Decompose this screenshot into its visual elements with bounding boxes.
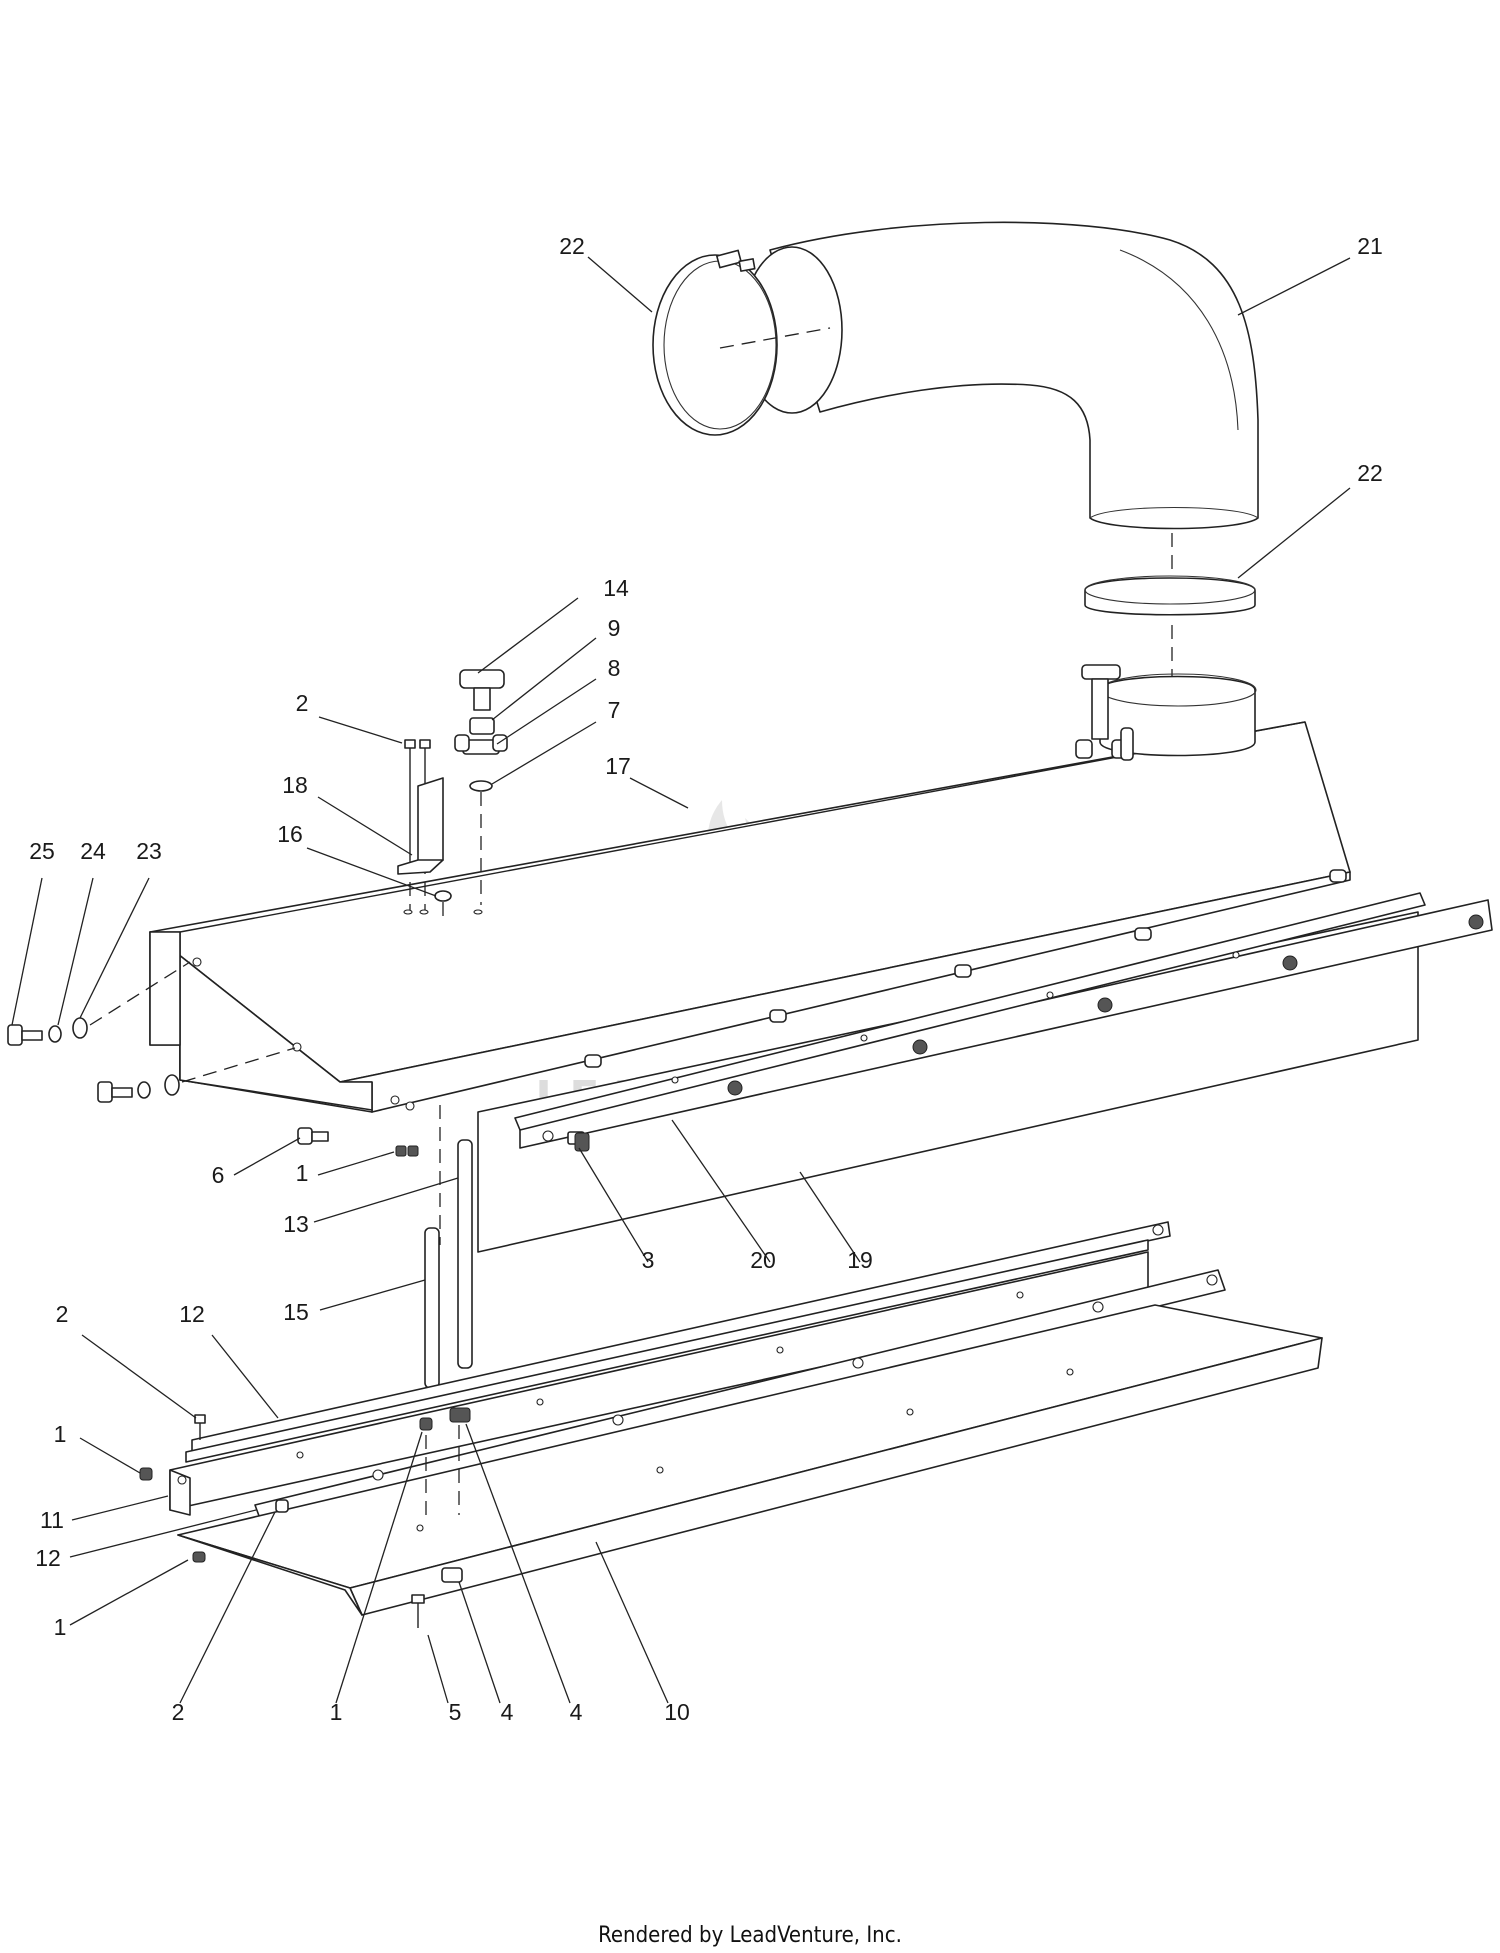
bracket-part-18 bbox=[397, 777, 444, 875]
nuts-part-1-mid bbox=[395, 1145, 419, 1157]
callout-22-lower: 22 bbox=[1357, 460, 1383, 486]
callout-1-bottom: 1 bbox=[330, 1699, 343, 1725]
callout-23: 23 bbox=[136, 838, 162, 864]
callout-1-bottom-left: 1 bbox=[54, 1614, 67, 1640]
hood-box-part-17 bbox=[149, 664, 1351, 1113]
hose-clamp-part-22-upper bbox=[652, 249, 831, 436]
callout-15: 15 bbox=[283, 1299, 309, 1325]
callout-2-bottom: 2 bbox=[172, 1699, 185, 1725]
callout-5: 5 bbox=[449, 1699, 462, 1725]
tray-part-10 bbox=[177, 1304, 1323, 1616]
callout-19: 19 bbox=[847, 1247, 873, 1273]
nut-part-3 bbox=[567, 1131, 590, 1152]
callout-labels: 22 21 22 14 9 8 7 2 17 18 16 25 24 23 6 … bbox=[29, 233, 1383, 1725]
callout-16: 16 bbox=[277, 821, 303, 847]
screw-part-2-lower-b bbox=[275, 1499, 289, 1513]
strip-bar-part-20 bbox=[514, 892, 1493, 1149]
knob-part-14 bbox=[459, 669, 505, 711]
nut-part-4-a bbox=[449, 1407, 471, 1515]
callout-1-left: 1 bbox=[54, 1421, 67, 1447]
callout-6: 6 bbox=[212, 1162, 225, 1188]
callout-1-mid: 1 bbox=[296, 1160, 309, 1186]
nut-part-1-lower-c bbox=[192, 1551, 206, 1563]
nut-part-9 bbox=[469, 717, 495, 735]
callout-4-a: 4 bbox=[501, 1699, 514, 1725]
callout-22-upper: 22 bbox=[559, 233, 585, 259]
wing-nut-part-8 bbox=[454, 734, 508, 755]
callout-17: 17 bbox=[605, 753, 631, 779]
callout-10: 10 bbox=[664, 1699, 690, 1725]
callout-25: 25 bbox=[29, 838, 55, 864]
screw-part-2-lower-a bbox=[194, 1414, 206, 1440]
bolt-part-5 bbox=[411, 1594, 425, 1628]
bolt-part-6 bbox=[297, 1127, 329, 1145]
washer-part-23 bbox=[72, 1017, 180, 1096]
callout-7: 7 bbox=[608, 697, 621, 723]
callout-2-top: 2 bbox=[296, 690, 309, 716]
callout-21: 21 bbox=[1357, 233, 1383, 259]
callout-11: 11 bbox=[40, 1507, 64, 1533]
elbow-duct-part-21 bbox=[741, 221, 1259, 530]
callout-24: 24 bbox=[80, 838, 106, 864]
callout-9: 9 bbox=[608, 615, 621, 641]
nut-part-1-lower-a bbox=[139, 1467, 153, 1481]
nut-part-1-lower-d bbox=[419, 1417, 433, 1515]
nut-part-4-b bbox=[441, 1567, 463, 1583]
washer-part-7 bbox=[469, 780, 493, 905]
rod-part-15 bbox=[424, 1227, 440, 1389]
callout-12-lower: 12 bbox=[35, 1545, 61, 1571]
leader-lines bbox=[11, 256, 1351, 1704]
bolt-part-25 bbox=[7, 1024, 133, 1103]
footer-credit: Rendered by LeadVenture, Inc. bbox=[598, 1923, 902, 1948]
callout-4-b: 4 bbox=[570, 1699, 583, 1725]
callout-13: 13 bbox=[283, 1211, 309, 1237]
callout-18: 18 bbox=[282, 772, 308, 798]
callout-3: 3 bbox=[642, 1247, 655, 1273]
callout-14: 14 bbox=[603, 575, 629, 601]
callout-2-left: 2 bbox=[56, 1301, 69, 1327]
callout-8: 8 bbox=[608, 655, 621, 681]
angle-strip-part-12-upper bbox=[185, 1221, 1171, 1463]
callout-12-upper: 12 bbox=[179, 1301, 205, 1327]
callout-20: 20 bbox=[750, 1247, 776, 1273]
rod-part-13 bbox=[439, 1105, 473, 1369]
lock-washer-part-24 bbox=[48, 1025, 151, 1099]
